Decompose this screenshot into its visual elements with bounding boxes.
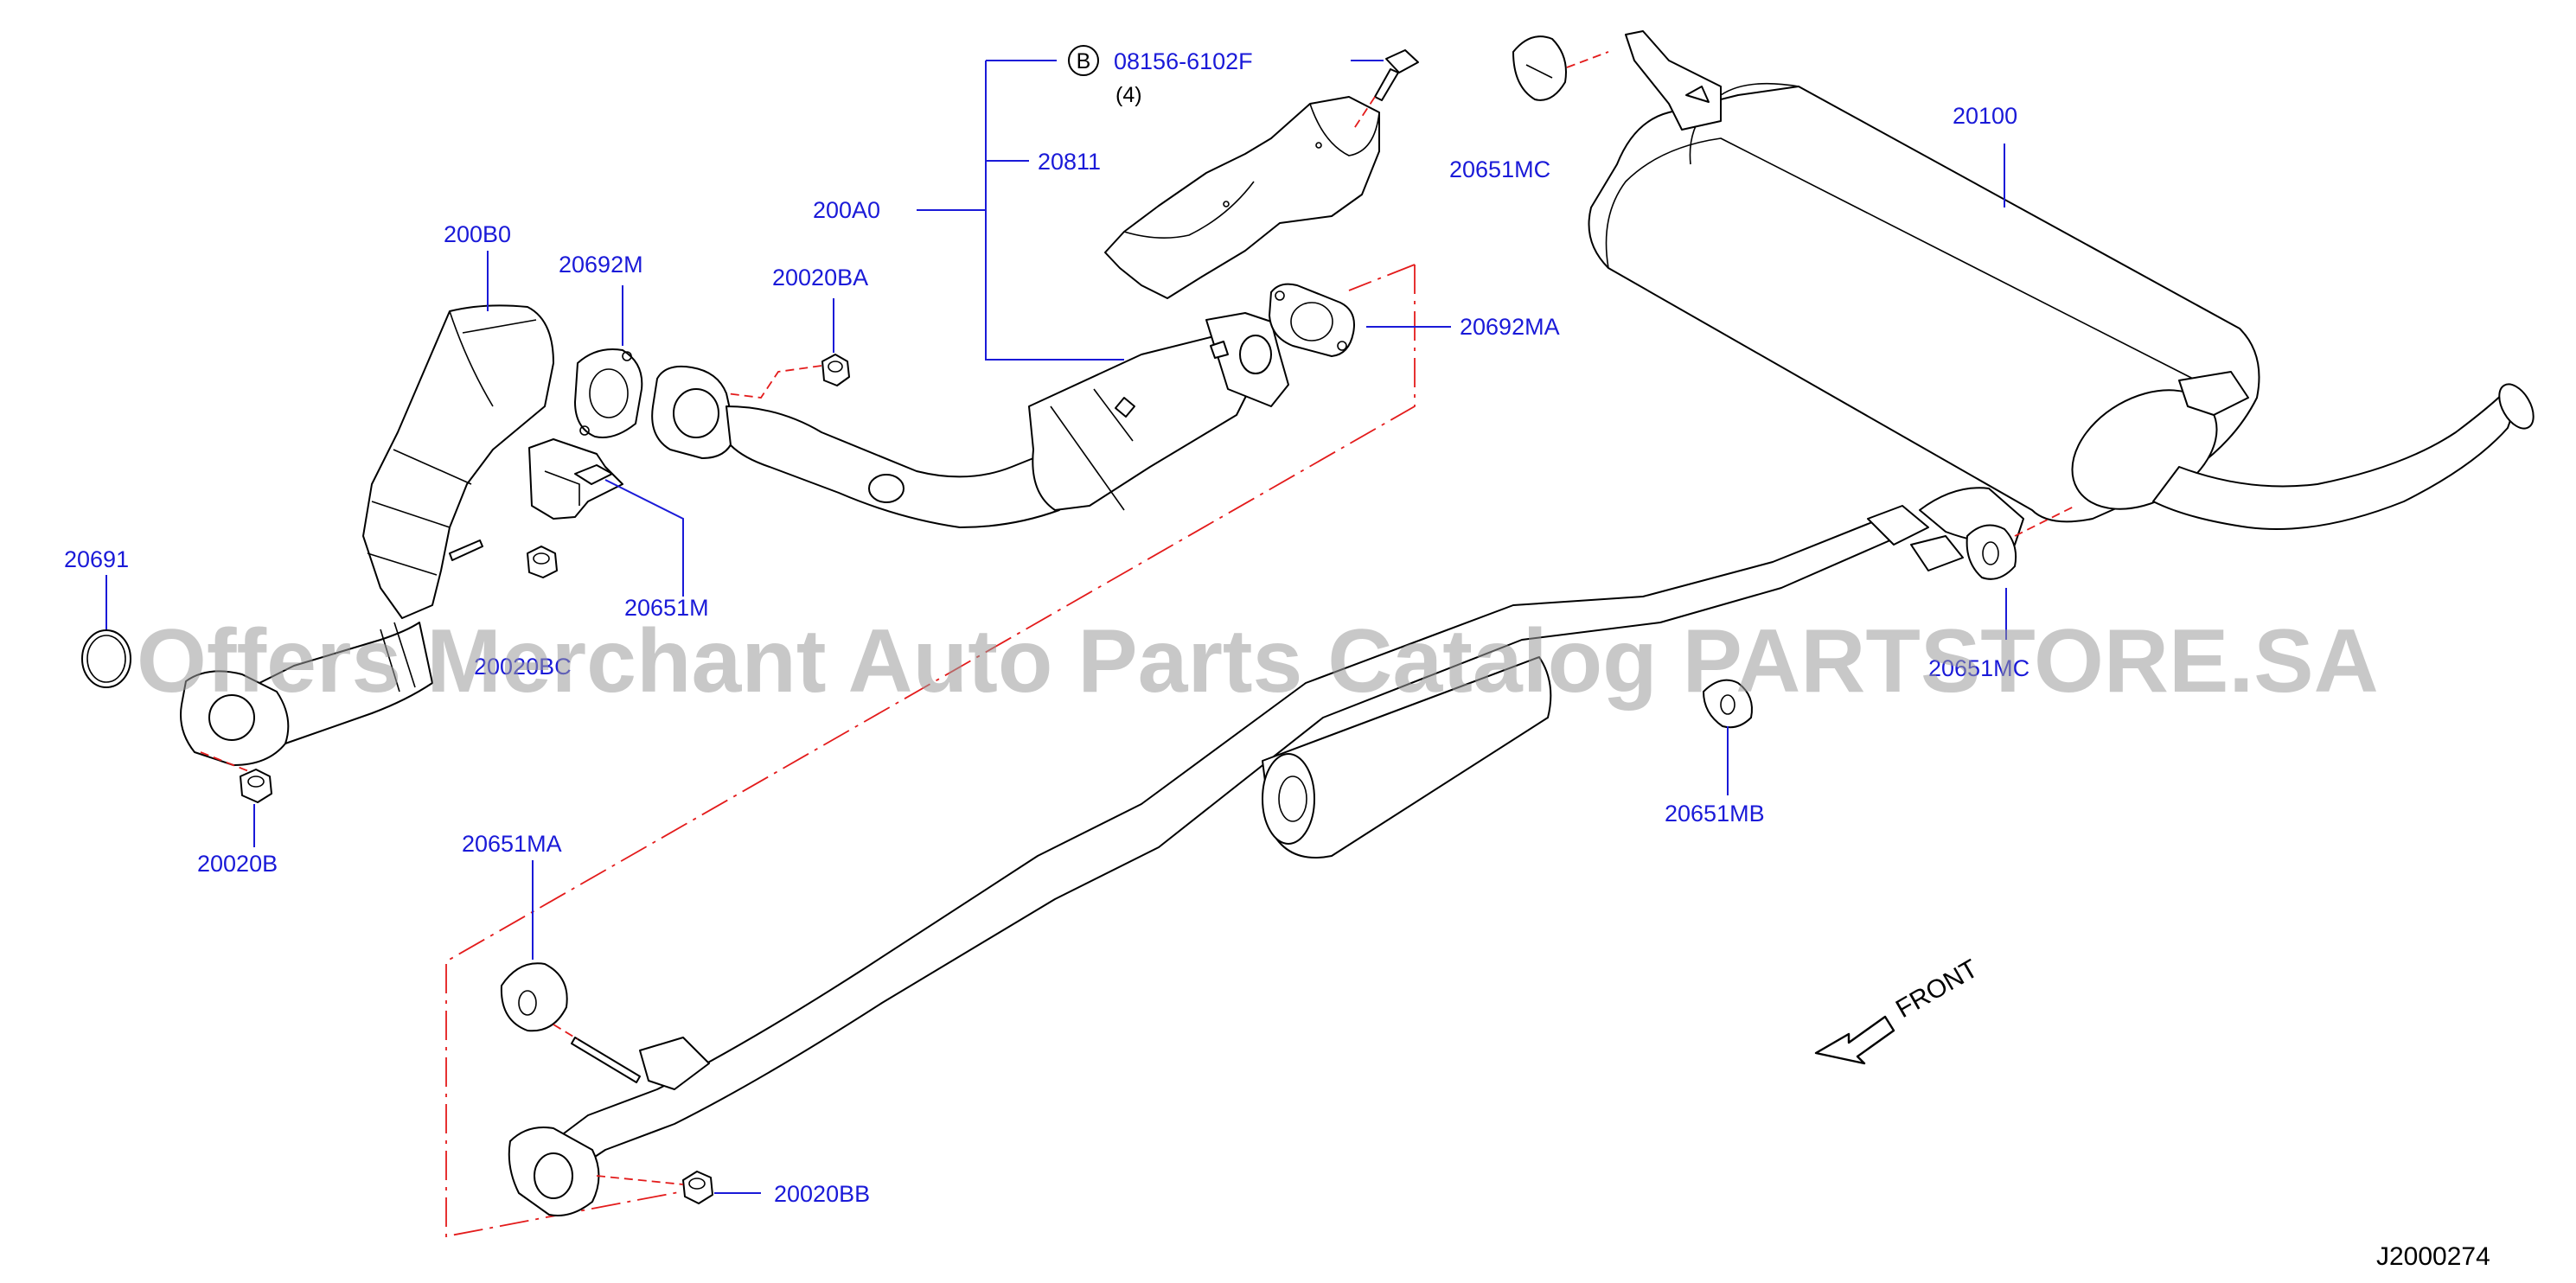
label-20651MC-top[interactable]: 20651MC xyxy=(1449,156,1550,182)
label-20651MA[interactable]: 20651MA xyxy=(462,831,562,857)
part-labels: 200B0 20692M 20020BA 200A0 20811 20651MC… xyxy=(64,45,2029,1207)
label-20691[interactable]: 20691 xyxy=(64,546,129,572)
label-200A0[interactable]: 200A0 xyxy=(813,197,880,223)
label-20020B[interactable]: 20020B xyxy=(197,851,278,877)
front-arrow: FRONT xyxy=(1814,954,1983,1065)
catalytic-converter-part[interactable] xyxy=(651,312,1289,528)
label-20020BA[interactable]: 20020BA xyxy=(772,265,868,290)
nut-part[interactable] xyxy=(725,354,850,399)
assembly-outline xyxy=(445,264,1416,1238)
label-200B0[interactable]: 200B0 xyxy=(444,221,511,247)
hanger-bracket-part[interactable] xyxy=(528,438,623,520)
label-20651M[interactable]: 20651M xyxy=(624,595,709,621)
watermark: Offers Merchant Auto Parts Catalog PARTS… xyxy=(137,611,2379,712)
rubber-hanger-part[interactable] xyxy=(500,962,641,1083)
center-pipe-part[interactable] xyxy=(508,505,1964,1216)
diagram-ref: J2000274 xyxy=(2376,1242,2490,1271)
rubber-hanger-part[interactable] xyxy=(1703,679,1753,729)
main-muffler-part[interactable] xyxy=(1588,30,2541,546)
nut-part[interactable] xyxy=(596,1171,713,1204)
gasket-part[interactable] xyxy=(574,348,643,438)
label-20020BB[interactable]: 20020BB xyxy=(774,1181,870,1207)
label-20651MC-right[interactable]: 20651MC xyxy=(1928,655,2029,681)
front-label: FRONT xyxy=(1891,954,1983,1024)
callout-b: B 08156-6102F (4) xyxy=(1068,45,1253,107)
leader-lines xyxy=(105,60,2007,1194)
label-20020BC[interactable]: 20020BC xyxy=(474,654,572,680)
gasket-part[interactable] xyxy=(1269,283,1355,357)
heat-shield-part[interactable] xyxy=(1104,96,1380,299)
label-20811[interactable]: 20811 xyxy=(1038,149,1101,175)
nut-part[interactable] xyxy=(527,546,558,578)
label-20692MA[interactable]: 20692MA xyxy=(1460,314,1560,340)
label-qty: (4) xyxy=(1115,83,1142,107)
label-08156-6102F[interactable]: 08156-6102F xyxy=(1114,48,1253,74)
callout-letter: B xyxy=(1077,49,1091,73)
label-20692M[interactable]: 20692M xyxy=(559,252,643,278)
label-20651MB[interactable]: 20651MB xyxy=(1665,801,1765,827)
front-pipe-part[interactable] xyxy=(180,304,554,766)
nut-part[interactable] xyxy=(200,751,272,803)
rubber-hanger-part[interactable] xyxy=(1512,35,1609,101)
bolt-part[interactable] xyxy=(1352,49,1419,131)
label-20100[interactable]: 20100 xyxy=(1953,103,2017,129)
arrow-icon xyxy=(1814,1015,1895,1065)
gasket-ring-part[interactable] xyxy=(81,629,131,688)
rubber-hanger-part[interactable] xyxy=(1966,505,2076,580)
